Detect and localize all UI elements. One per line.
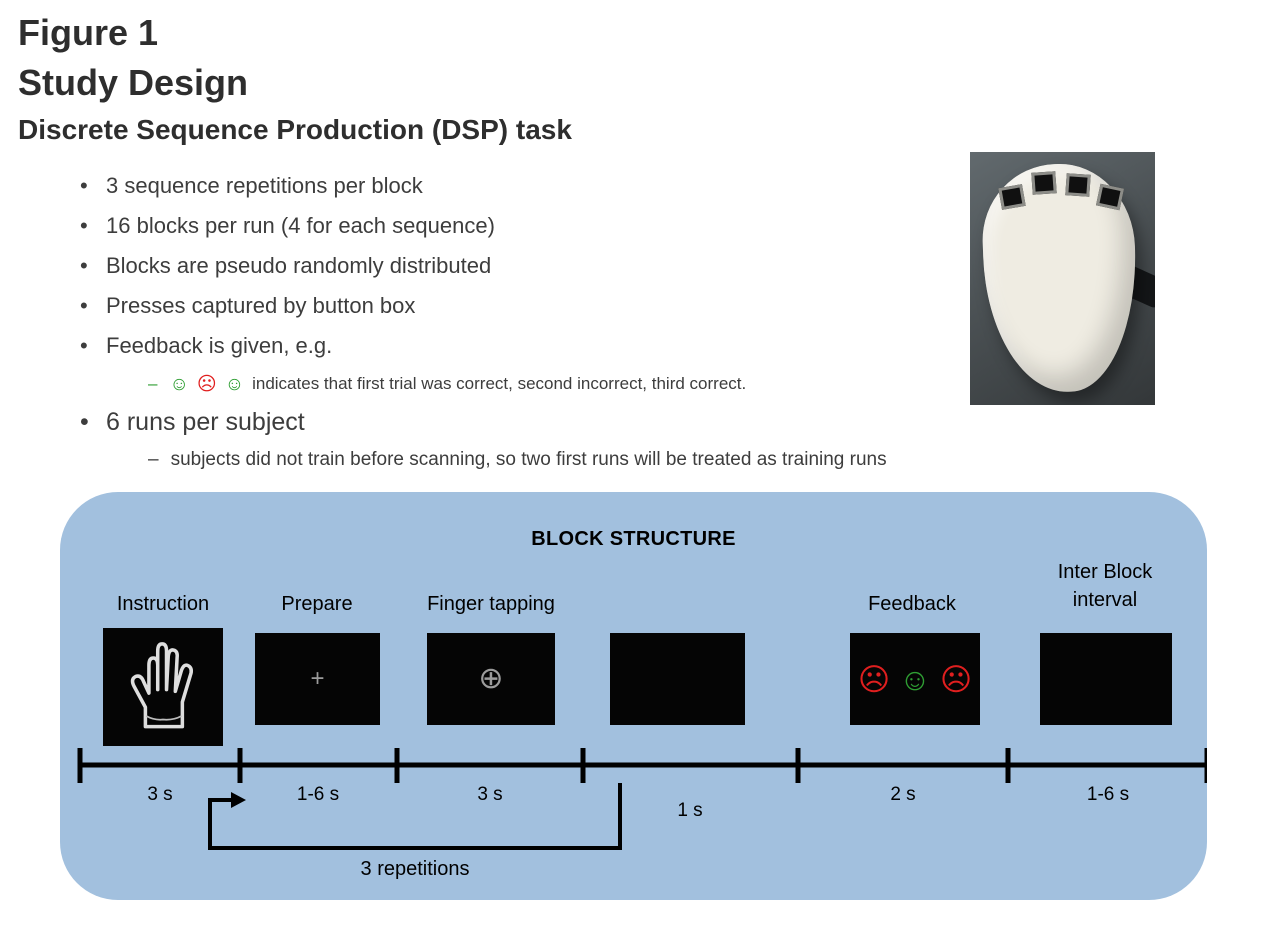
fingertip-button-3	[1065, 173, 1091, 197]
bullet-marker: •	[80, 293, 88, 318]
bullet-text: Presses captured by button box	[106, 293, 416, 318]
repetition-label: 3 repetitions	[360, 858, 470, 880]
bullet-text: Feedback is given, e.g.	[106, 333, 333, 358]
sub-dash: –	[148, 374, 158, 393]
sub-dash: –	[148, 449, 159, 470]
screen-blank	[610, 633, 745, 725]
bullet-item-1: • 3 sequence repetitions per block	[60, 172, 940, 200]
duration-finger-tapping: 3 s	[477, 784, 503, 805]
feedback-frown-icon: ☹	[939, 661, 973, 697]
bullet-marker: •	[80, 253, 88, 278]
smiley-correct-icon: ☺	[224, 373, 245, 395]
figure-subtitle: Discrete Sequence Production (DSP) task	[18, 114, 572, 145]
panel-title: BLOCK STRUCTURE	[531, 528, 736, 550]
duration-instruction: 3 s	[147, 784, 173, 805]
screen-inter-block	[1040, 633, 1172, 725]
screen-prepare: +	[255, 633, 380, 725]
bullet-item-4: • Presses captured by button box	[60, 292, 940, 320]
hand-icon	[130, 642, 194, 729]
fingertip-button-1	[998, 184, 1026, 210]
screen-feedback: ☹ ☺ ☹	[850, 633, 980, 725]
duration-prepare: 1-6 s	[296, 784, 340, 805]
stage-label-prepare: Prepare	[281, 593, 353, 615]
smiley-incorrect-icon: ☹	[196, 373, 217, 395]
block-structure-panel: BLOCK STRUCTURE Instruction Prepare Fing…	[60, 492, 1207, 900]
bullet-marker: •	[80, 408, 89, 436]
stage-label-instruction: Instruction	[116, 593, 210, 615]
bullet-text: 16 blocks per run (4 for each sequence)	[106, 213, 495, 238]
feedback-example-text: indicates that first trial was correct, …	[252, 374, 747, 393]
button-box-photo	[970, 152, 1155, 405]
bullet-marker: •	[80, 333, 88, 358]
figure-title: Study Design	[18, 62, 249, 103]
figure-header: Figure 1 Study Design Discrete Sequence …	[18, 8, 572, 150]
stage-label-finger-tapping: Finger tapping	[427, 593, 555, 615]
bullet-marker: •	[80, 173, 88, 198]
bullet-item-5: • Feedback is given, e.g.	[60, 332, 940, 360]
bullet-text: 3 sequence repetitions per block	[106, 173, 423, 198]
figure-number: Figure 1	[18, 12, 159, 53]
bullet-text: 6 runs per subject	[106, 408, 305, 436]
circle-plus-icon: ⊕	[478, 662, 504, 695]
duration-blank: 1 s	[677, 800, 703, 821]
feedback-example-subitem: – ☺ ☹ ☺ indicates that first trial was c…	[148, 372, 940, 396]
duration-inter-block: 1-6 s	[1086, 784, 1130, 805]
stage-label-inter-block: Inter Block interval	[1057, 561, 1153, 611]
bullet-marker: •	[80, 213, 88, 238]
duration-feedback: 2 s	[890, 784, 916, 805]
stage-label-feedback: Feedback	[868, 593, 956, 615]
screen-instruction	[103, 628, 223, 746]
feedback-smile-icon: ☺	[899, 661, 931, 697]
screen-finger-tapping: ⊕	[427, 633, 555, 725]
runs-note-subitem: – subjects did not train before scanning…	[148, 448, 940, 472]
fingertip-button-2	[1031, 171, 1057, 195]
runs-note-text: subjects did not train before scanning, …	[170, 449, 887, 470]
bullet-item-6: • 6 runs per subject	[60, 406, 940, 438]
feedback-frown-icon: ☹	[857, 661, 891, 697]
bullet-list: • 3 sequence repetitions per block • 16 …	[60, 172, 940, 482]
bullet-text: Blocks are pseudo randomly distributed	[106, 253, 492, 278]
bullet-item-2: • 16 blocks per run (4 for each sequence…	[60, 212, 940, 240]
fingertip-button-4	[1095, 183, 1125, 211]
fixation-plus-icon: +	[310, 665, 325, 692]
bullet-item-3: • Blocks are pseudo randomly distributed	[60, 252, 940, 280]
smiley-correct-icon: ☺	[169, 373, 189, 395]
